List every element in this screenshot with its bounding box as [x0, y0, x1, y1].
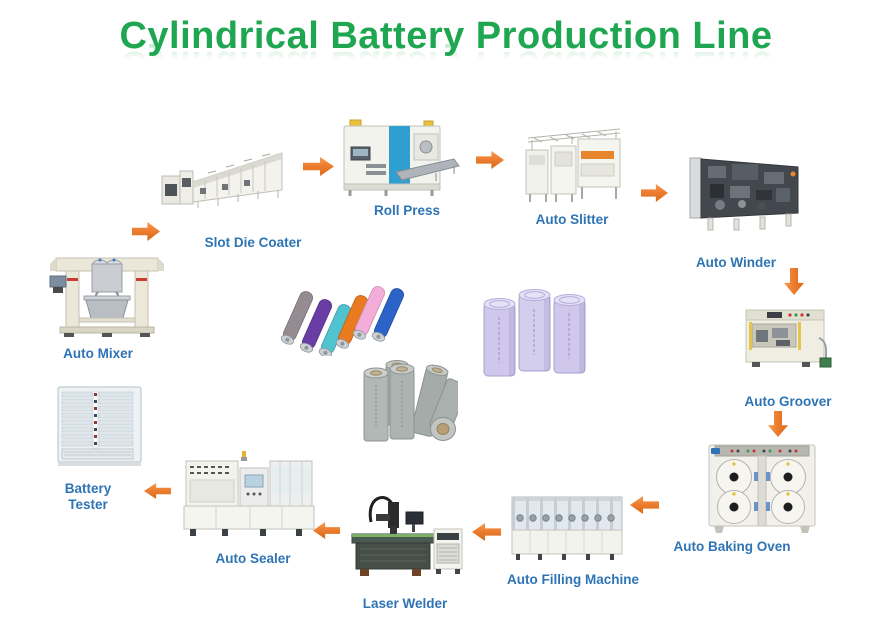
auto-baking-oven-image — [702, 436, 822, 536]
label-roll-press: Roll Press — [373, 203, 441, 218]
label-battery-tester: Battery Tester — [64, 481, 112, 512]
label-slot-die-coater: Slot Die Coater — [204, 235, 302, 250]
auto-mixer-image — [48, 248, 166, 340]
battery-tester-image — [52, 383, 150, 476]
roll-press-image — [336, 112, 463, 207]
laser-welder-image — [346, 488, 468, 585]
label-auto-groover: Auto Groover — [744, 394, 832, 409]
label-auto-winder: Auto Winder — [695, 255, 777, 270]
flow-arrow-winder-to-groover-icon — [784, 268, 804, 295]
flow-arrow-filling-to-welder-icon — [472, 523, 501, 541]
flow-arrow-slitter-to-winder-icon — [641, 184, 668, 202]
gray-battery-cells-image — [356, 353, 458, 448]
flow-arrow-press-to-slitter-icon — [476, 151, 504, 169]
slot-die-coater-image — [148, 140, 296, 220]
auto-slitter-image — [520, 122, 628, 207]
label-auto-filling-machine: Auto Filling Machine — [507, 572, 639, 587]
flow-arrow-sealer-to-tester-icon — [144, 483, 171, 499]
title-text: Cylindrical Battery Production Line — [119, 15, 773, 57]
auto-winder-image — [686, 150, 807, 235]
flow-arrow-coater-to-press-icon — [303, 157, 334, 176]
lavender-battery-cells-image — [478, 285, 590, 388]
flow-arrow-mixer-to-coater-icon — [132, 222, 160, 241]
page-title: Cylindrical Battery Production Line — [0, 15, 892, 58]
auto-filling-machine-image — [506, 488, 628, 566]
label-auto-mixer: Auto Mixer — [63, 346, 133, 361]
colorful-battery-cells-image — [281, 278, 411, 356]
label-laser-welder: Laser Welder — [362, 596, 448, 611]
flow-arrow-oven-to-filling-icon — [630, 496, 659, 514]
auto-groover-image — [740, 298, 834, 376]
label-auto-sealer: Auto Sealer — [215, 551, 291, 566]
auto-sealer-image — [176, 446, 322, 542]
flow-arrow-groover-to-oven-icon — [768, 411, 788, 437]
label-auto-baking-oven: Auto Baking Oven — [673, 539, 791, 554]
label-auto-slitter: Auto Slitter — [535, 212, 609, 227]
